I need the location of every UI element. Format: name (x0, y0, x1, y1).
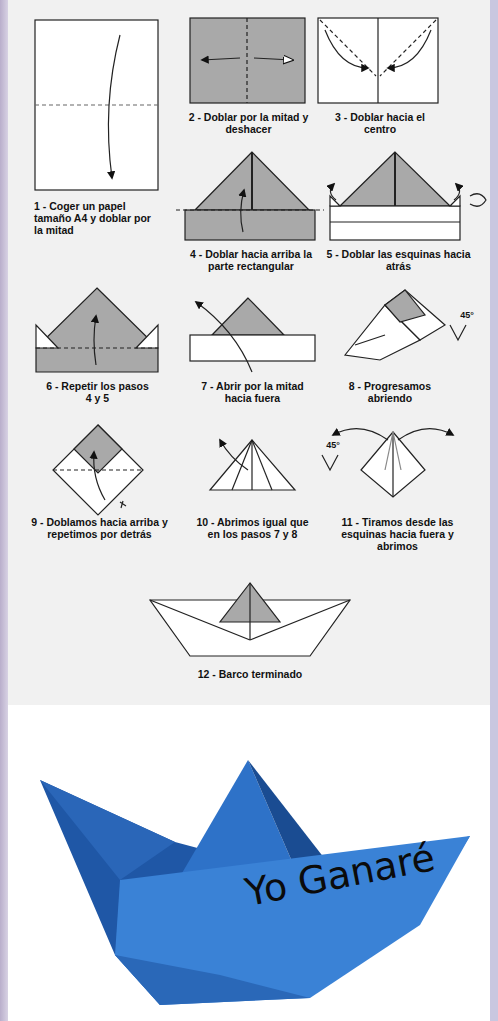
step-caption: 6 - Repetir los pasos 4 y 5 (45, 380, 150, 404)
step-caption: 9 - Doblamos hacia arriba y repetimos po… (22, 516, 177, 540)
step-caption: 12 - Barco terminado (170, 668, 330, 680)
step-caption: 2 - Doblar por la mitad y deshacer (186, 111, 311, 135)
step-caption: 7 - Abrir por la mitad hacia fuera (190, 380, 315, 404)
step-caption: 8 - Progresamos abriendo (330, 380, 450, 404)
angle-label: 45° (318, 440, 348, 451)
angle-label: 45° (452, 310, 482, 321)
step-caption: 11 - Tiramos desde las esquinas hacia fu… (325, 516, 470, 552)
step-caption: 10 - Abrimos igual que en los pasos 7 y … (190, 516, 315, 540)
step-caption: 3 - Doblar hacia el centro (325, 111, 435, 135)
step-caption: 1 - Coger un papel tamaño A4 y doblar po… (34, 200, 159, 236)
step-caption: 5 - Doblar las esquinas hacia atrás (326, 248, 471, 272)
step-caption: 4 - Doblar hacia arriba la parte rectang… (176, 248, 326, 272)
